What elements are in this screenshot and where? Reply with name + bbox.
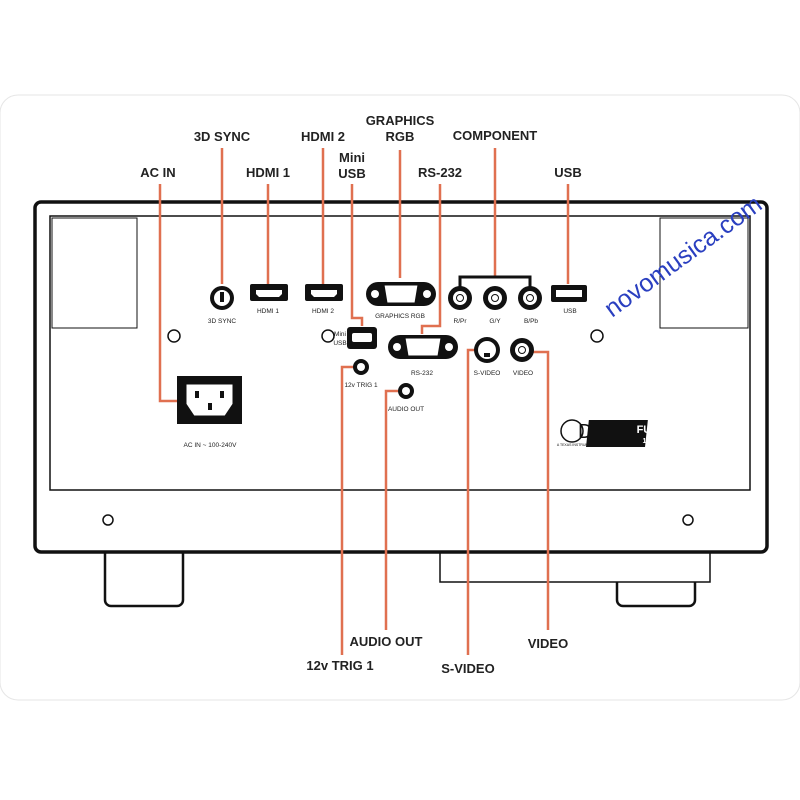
panel-label-video: VIDEO <box>513 370 533 377</box>
callout-s-video: S-VIDEO <box>441 661 494 676</box>
svg-text:FULL HD: FULL HD <box>637 424 684 436</box>
screw-icon <box>682 514 694 526</box>
callout-hdmi2: HDMI 2 <box>301 129 345 144</box>
panel-label-r-pr: R/Pr <box>454 318 468 325</box>
panel-label-trig: 12v TRIG 1 <box>344 382 378 389</box>
vent-left <box>51 217 138 329</box>
screw-icon <box>321 329 335 343</box>
callout-rs232: RS-232 <box>418 165 462 180</box>
panel-label-mini: Mini <box>334 331 346 338</box>
mini-usb-port <box>347 327 377 349</box>
trig-jack <box>353 359 369 375</box>
panel-label-rs232: RS-232 <box>411 370 433 377</box>
panel-label-b-pb: B/Pb <box>524 318 538 325</box>
screw-icon <box>590 329 604 343</box>
callout-mini-usb-line1: Mini <box>339 150 365 165</box>
hdmi1-port <box>250 284 288 301</box>
video-port <box>510 338 534 362</box>
3d-sync-port <box>210 286 234 310</box>
component-bracket <box>458 275 532 288</box>
callout-12v-trig: 12v TRIG 1 <box>306 658 373 673</box>
callout-video: VIDEO <box>528 636 568 651</box>
panel-label-hdmi2: HDMI 2 <box>312 308 334 315</box>
callout-3d-sync: 3D SYNC <box>194 129 251 144</box>
svg-text:1920x1080: 1920x1080 <box>642 438 677 445</box>
ac-inlet <box>177 376 242 424</box>
panel-label-3d-sync: 3D SYNC <box>208 318 236 325</box>
full-hd-logo: FULL HD 1920x1080 <box>586 420 683 447</box>
panel-label-usb: USB <box>563 308 576 315</box>
vent-right <box>659 217 749 329</box>
panel-label-ac-in: AC IN ~ 100-240V <box>184 442 238 449</box>
panel-label-hdmi1: HDMI 1 <box>257 308 279 315</box>
panel-label-audio-out: AUDIO OUT <box>388 406 424 413</box>
callout-hdmi1: HDMI 1 <box>246 165 290 180</box>
vga-port <box>366 282 436 306</box>
hdmi2-port <box>305 284 343 301</box>
audio-out-jack <box>398 383 414 399</box>
screw-icon <box>167 329 181 343</box>
rs232-port <box>388 335 458 359</box>
callout-component: COMPONENT <box>453 128 538 143</box>
panel-label-graphics-rgb: GRAPHICS RGB <box>375 313 425 320</box>
s-video-port <box>474 337 500 363</box>
panel-label-mini-usb: USB <box>333 340 346 347</box>
callout-ac-in: AC IN <box>140 165 175 180</box>
usb-port <box>551 285 587 302</box>
callout-audio-out: AUDIO OUT <box>350 634 423 649</box>
callout-graphics-rgb-line2: RGB <box>386 129 415 144</box>
screw-icon <box>102 514 114 526</box>
panel-label-s-video: S-VIDEO <box>474 370 501 377</box>
component-ports <box>448 286 542 310</box>
callout-usb: USB <box>554 165 581 180</box>
callout-graphics-rgb-line1: GRAPHICS <box>366 113 435 128</box>
panel-label-g-y: G/Y <box>489 318 501 325</box>
callout-mini-usb-line2: USB <box>338 166 365 181</box>
